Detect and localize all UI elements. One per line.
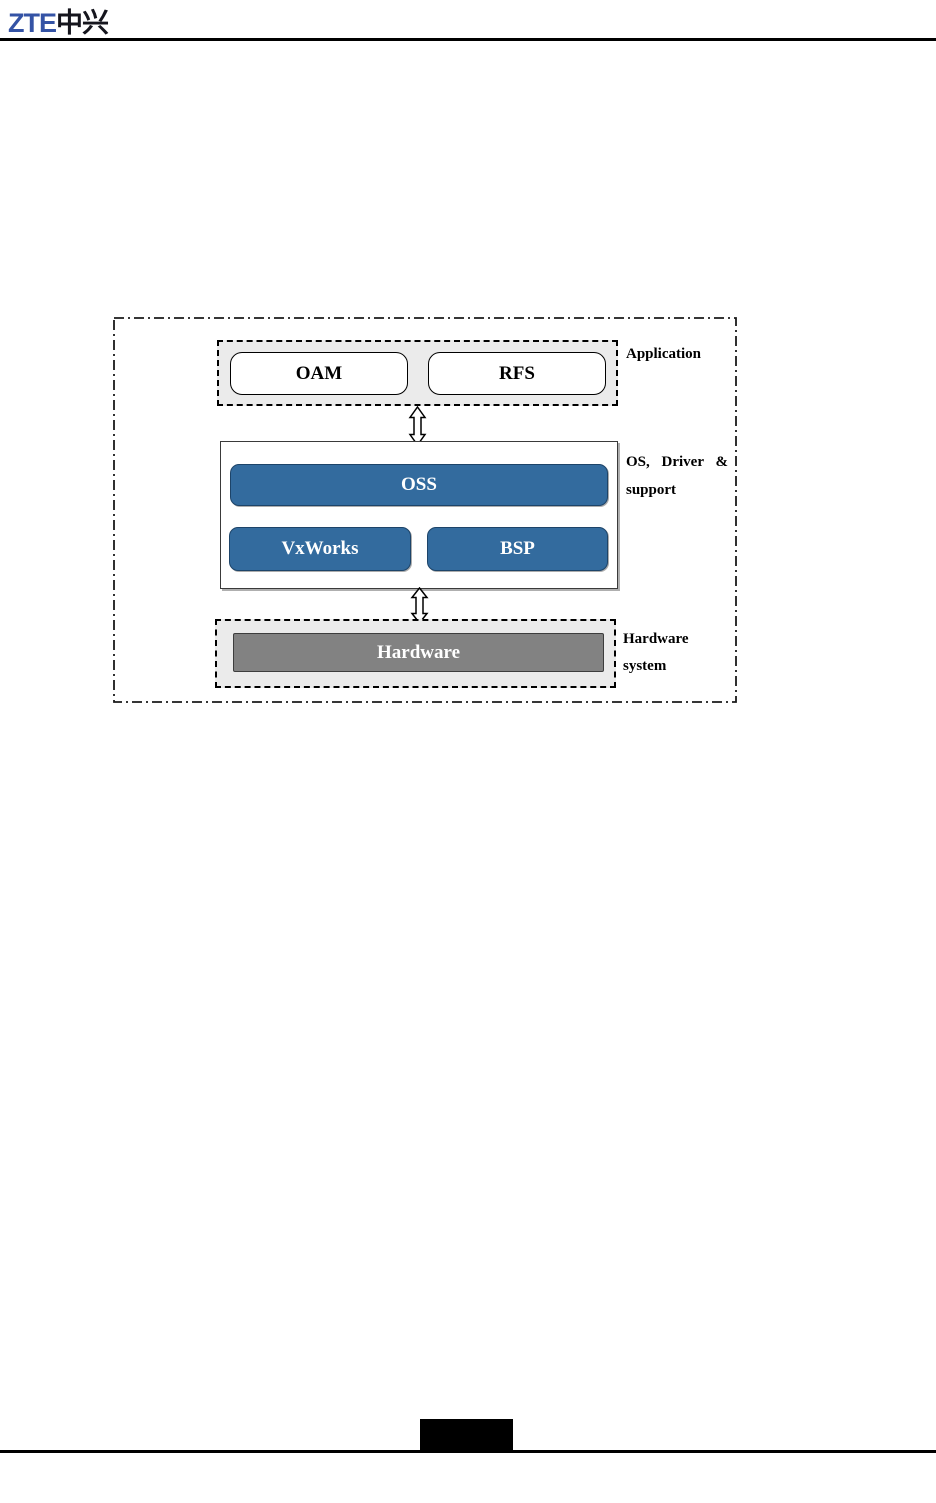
zte-logo-chinese: 中兴 bbox=[56, 8, 109, 38]
oss-block-label: OSS bbox=[401, 474, 437, 495]
rfs-block-label: RFS bbox=[499, 362, 535, 384]
header-divider-line bbox=[0, 38, 936, 41]
bsp-block-label: BSP bbox=[500, 538, 535, 559]
application-layer-label: Application bbox=[626, 346, 702, 362]
hardware-layer-label-line1: Hardware bbox=[623, 631, 689, 647]
figure-outer-border bbox=[113, 317, 737, 703]
footer-divider-line bbox=[0, 1450, 936, 1453]
bsp-block: BSP bbox=[427, 527, 608, 571]
hardware-layer-label-line2: system bbox=[623, 658, 667, 674]
oam-block: OAM bbox=[230, 352, 408, 395]
os-layer-label: OS, Driver & support bbox=[626, 454, 728, 498]
os-layer-label-line2: support bbox=[626, 482, 677, 498]
hardware-block: Hardware bbox=[233, 633, 604, 672]
dash-dot-rect bbox=[113, 317, 737, 703]
zte-logo: ZTE中兴 bbox=[8, 1, 109, 40]
vxworks-block: VxWorks bbox=[229, 527, 411, 571]
vxworks-block-label: VxWorks bbox=[281, 538, 359, 559]
oss-block: OSS bbox=[230, 464, 608, 506]
hardware-layer-label: Hardware system bbox=[623, 631, 689, 674]
hardware-block-label: Hardware bbox=[376, 641, 461, 663]
rfs-block: RFS bbox=[428, 352, 606, 395]
os-layer-label-line1: OS, Driver & bbox=[626, 454, 728, 470]
oam-block-label: OAM bbox=[295, 362, 343, 384]
zte-logo-latin: ZTE bbox=[8, 8, 57, 38]
footer-page-number-box bbox=[420, 1419, 513, 1452]
